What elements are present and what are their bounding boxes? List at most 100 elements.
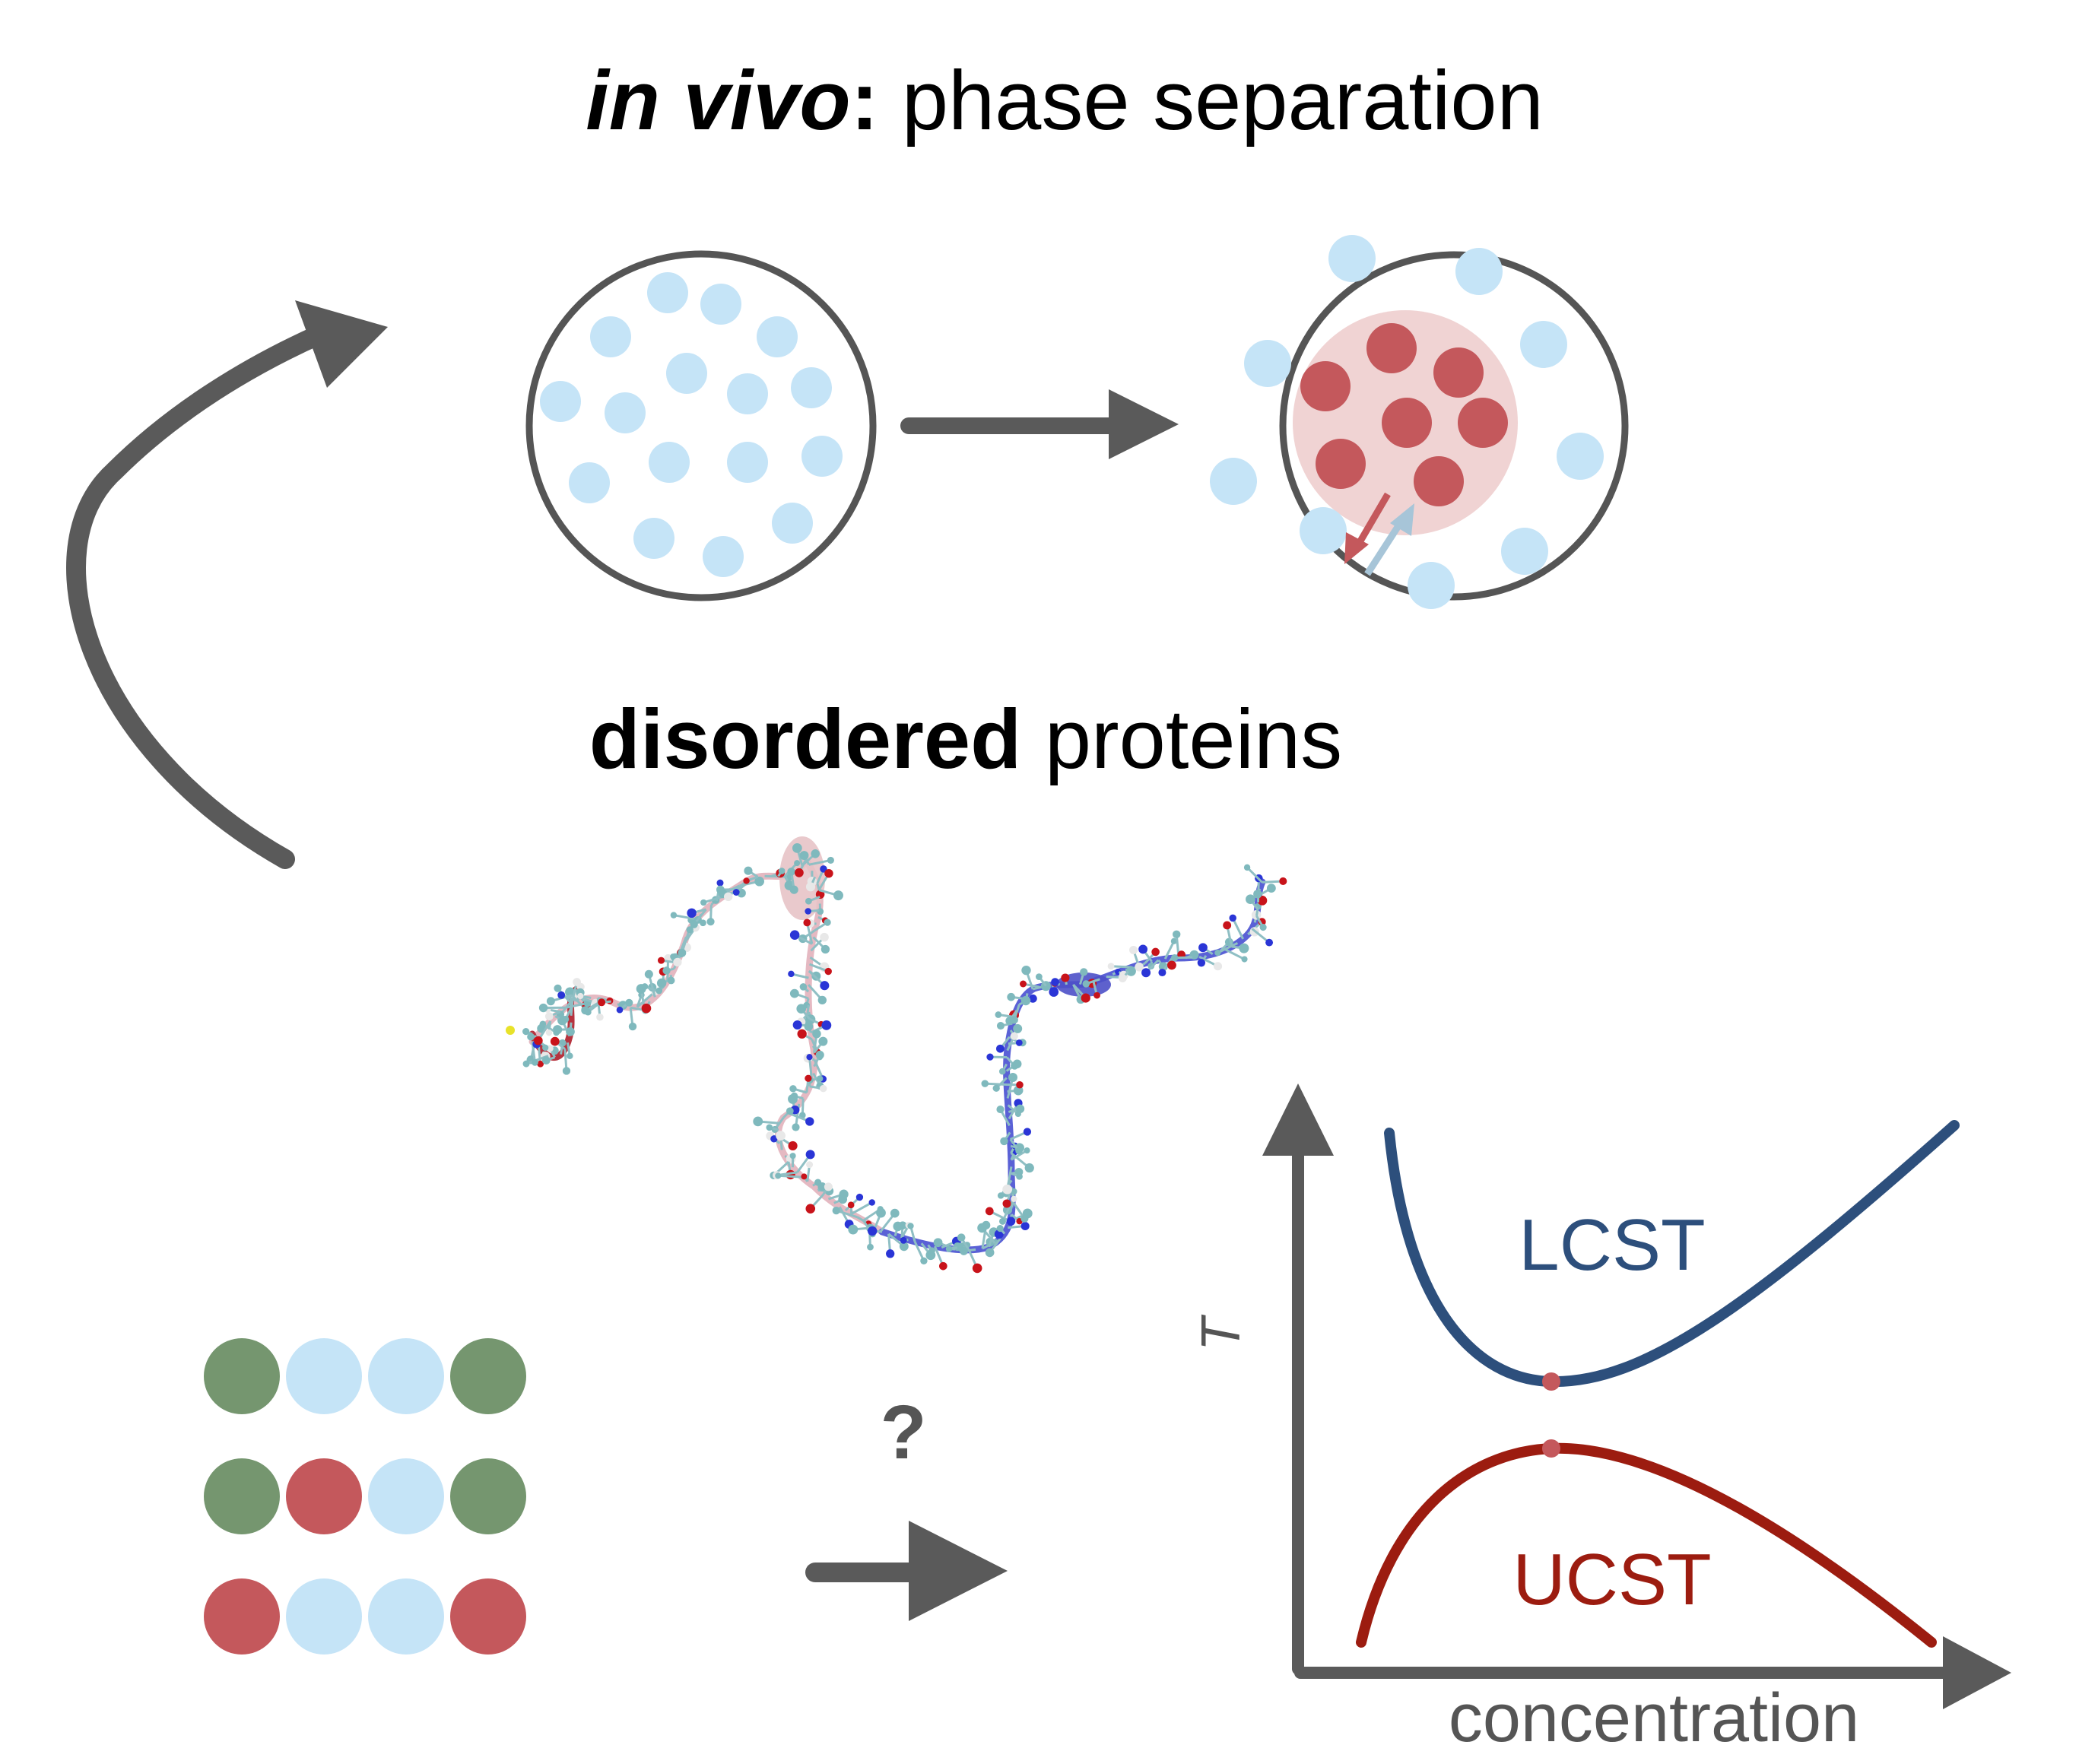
sequence-to-phase-arrow: [805, 1521, 1008, 1621]
protein-bead: [1433, 347, 1484, 398]
atom: [753, 1116, 763, 1127]
atom: [1170, 938, 1177, 944]
atom: [1020, 1221, 1030, 1231]
atom: [1024, 1163, 1034, 1173]
sequence-bead-blue: [368, 1578, 444, 1655]
atom: [562, 1067, 571, 1075]
sequence-bead-red: [286, 1458, 362, 1534]
atom: [545, 1029, 553, 1036]
atom: [1198, 943, 1208, 953]
atom: [789, 930, 800, 940]
lcst-label: LCST: [1519, 1204, 1705, 1286]
atom: [776, 1131, 786, 1141]
atom: [805, 1204, 816, 1214]
atom: [770, 1135, 778, 1143]
atom: [998, 1068, 1006, 1075]
atom: [1080, 968, 1088, 976]
protein-bead: [647, 272, 688, 313]
atom: [907, 1223, 914, 1229]
atom: [799, 983, 808, 991]
protein-bead: [1382, 398, 1432, 448]
protein-bead: [540, 381, 581, 422]
atom: [799, 851, 809, 861]
atom: [553, 1029, 560, 1036]
atom: [821, 1020, 832, 1030]
sequence-bead-red: [204, 1578, 280, 1655]
feedback-curved-arrow: [66, 300, 388, 869]
atom: [700, 899, 707, 906]
ucst-curve: [1356, 1442, 1937, 1648]
atom: [820, 944, 830, 954]
protein-bead: [1458, 398, 1508, 448]
atom: [939, 1261, 947, 1271]
protein-bead: [1408, 562, 1455, 609]
atom: [1229, 914, 1236, 922]
atom: [1266, 884, 1276, 893]
atom: [820, 865, 827, 873]
atom: [557, 991, 566, 999]
atom: [1011, 1195, 1017, 1202]
atom: [534, 1036, 543, 1045]
atom: [992, 1084, 1000, 1092]
protein-bead: [569, 462, 610, 503]
sequence-bead-green: [204, 1458, 280, 1534]
exchange-arrows: [1344, 492, 1414, 576]
protein-bead: [1366, 323, 1417, 373]
atom: [820, 981, 830, 991]
bond: [1231, 917, 1244, 940]
atom: [876, 1207, 886, 1218]
atom: [806, 1054, 813, 1061]
atom: [723, 892, 733, 902]
atom: [995, 1011, 1002, 1018]
sequence-bead-blue: [286, 1338, 362, 1414]
atom: [566, 1027, 575, 1036]
bond: [1225, 948, 1246, 960]
atom: [1265, 938, 1274, 947]
atom: [1051, 978, 1059, 986]
atom: [796, 1004, 807, 1014]
atom: [995, 1044, 1005, 1053]
figure-title: in vivo: phase separation: [586, 54, 1544, 148]
x-axis-arrowhead: [1943, 1636, 2011, 1709]
dilute-phase-proteins: [1210, 235, 1604, 609]
atom: [616, 1006, 624, 1014]
section-title-bold: disordered: [589, 693, 1021, 786]
atom: [1016, 1081, 1024, 1089]
atom: [817, 1182, 827, 1191]
sequence-bead-red: [450, 1578, 526, 1655]
atom: [1151, 947, 1160, 957]
transition-arrow: [900, 389, 1179, 459]
atom: [1013, 1023, 1023, 1033]
atom: [1246, 894, 1255, 905]
atom: [890, 1208, 900, 1218]
atom: [824, 967, 832, 976]
dense-phase-proteins: [1300, 323, 1508, 506]
atom: [687, 908, 697, 918]
bond: [778, 1174, 802, 1179]
protein-bead: [1455, 248, 1503, 295]
atom: [1007, 992, 1015, 1001]
bond: [1246, 866, 1263, 884]
protein-bead: [801, 436, 843, 477]
atom: [789, 885, 798, 894]
atom: [657, 957, 665, 964]
bond: [1163, 941, 1176, 960]
atom: [867, 1243, 874, 1251]
atom: [541, 1056, 551, 1064]
atom: [985, 1207, 994, 1216]
dispersed-proteins: [540, 272, 843, 577]
sequence-bead-green: [450, 1338, 526, 1414]
atom: [805, 1150, 815, 1160]
atom: [1107, 963, 1115, 970]
atom: [537, 1060, 544, 1068]
sequence-bead-blue: [286, 1578, 362, 1655]
atom: [598, 998, 606, 1007]
atom: [641, 1003, 652, 1014]
atom: [812, 1030, 821, 1039]
atom: [716, 879, 724, 887]
atom: [815, 1050, 824, 1059]
atom: [805, 908, 811, 915]
atom: [1020, 980, 1027, 988]
protein-bead: [666, 353, 707, 394]
atom: [886, 1249, 895, 1258]
